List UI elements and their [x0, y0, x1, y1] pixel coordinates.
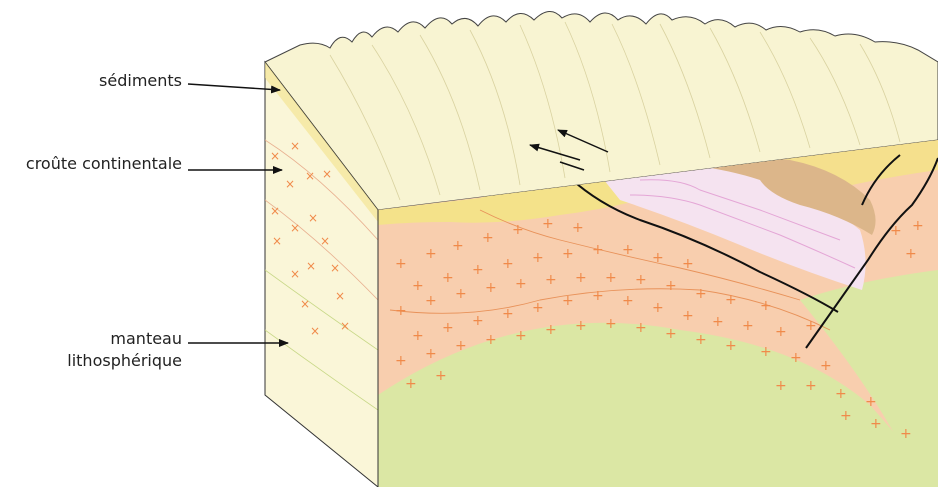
svg-text:+: +	[482, 230, 494, 246]
svg-text:+: +	[405, 376, 417, 392]
svg-text:+: +	[515, 276, 527, 292]
svg-text:+: +	[840, 408, 852, 424]
svg-text:+: +	[665, 278, 677, 294]
svg-text:+: +	[912, 218, 924, 234]
svg-text:×: ×	[272, 234, 282, 248]
svg-text:×: ×	[322, 167, 332, 181]
svg-text:×: ×	[290, 267, 300, 281]
svg-text:+: +	[542, 216, 554, 232]
svg-text:+: +	[412, 278, 424, 294]
svg-text:+: +	[502, 306, 514, 322]
svg-text:×: ×	[308, 211, 318, 225]
svg-text:×: ×	[300, 297, 310, 311]
svg-text:+: +	[472, 262, 484, 278]
continental-crust-label: croûte continentale	[26, 153, 182, 175]
svg-text:×: ×	[270, 204, 280, 218]
svg-text:+: +	[725, 338, 737, 354]
svg-text:+: +	[652, 300, 664, 316]
svg-text:×: ×	[330, 261, 340, 275]
svg-text:+: +	[562, 293, 574, 309]
svg-text:+: +	[545, 272, 557, 288]
svg-text:+: +	[790, 350, 802, 366]
svg-text:+: +	[805, 378, 817, 394]
svg-text:+: +	[805, 318, 817, 334]
svg-text:×: ×	[270, 149, 280, 163]
svg-text:+: +	[695, 332, 707, 348]
svg-text:+: +	[635, 320, 647, 336]
svg-text:+: +	[575, 318, 587, 334]
svg-text:+: +	[775, 378, 787, 394]
svg-text:+: +	[532, 250, 544, 266]
svg-text:+: +	[442, 320, 454, 336]
svg-text:×: ×	[310, 324, 320, 338]
svg-text:+: +	[820, 358, 832, 374]
svg-text:+: +	[635, 272, 647, 288]
svg-text:+: +	[712, 314, 724, 330]
svg-text:+: +	[395, 353, 407, 369]
sediments-label: sédiments	[99, 70, 182, 92]
svg-text:+: +	[775, 324, 787, 340]
svg-text:+: +	[695, 286, 707, 302]
svg-text:+: +	[575, 270, 587, 286]
svg-text:+: +	[622, 293, 634, 309]
svg-text:+: +	[502, 256, 514, 272]
svg-text:+: +	[605, 270, 617, 286]
svg-text:+: +	[572, 220, 584, 236]
svg-text:+: +	[652, 250, 664, 266]
svg-text:+: +	[412, 328, 424, 344]
svg-text:×: ×	[285, 177, 295, 191]
svg-text:+: +	[900, 426, 912, 442]
svg-text:+: +	[760, 298, 772, 314]
svg-text:×: ×	[320, 234, 330, 248]
svg-text:×: ×	[290, 221, 300, 235]
svg-text:+: +	[515, 328, 527, 344]
svg-text:×: ×	[306, 259, 316, 273]
svg-text:+: +	[442, 270, 454, 286]
svg-text:+: +	[395, 256, 407, 272]
svg-text:+: +	[742, 318, 754, 334]
svg-text:+: +	[725, 292, 737, 308]
svg-text:×: ×	[340, 319, 350, 333]
svg-text:×: ×	[335, 289, 345, 303]
svg-text:+: +	[425, 346, 437, 362]
svg-text:+: +	[452, 238, 464, 254]
svg-text:+: +	[455, 338, 467, 354]
mantle-label-line1: manteau	[67, 328, 182, 350]
svg-text:+: +	[425, 246, 437, 262]
svg-text:+: +	[485, 332, 497, 348]
svg-text:+: +	[545, 322, 557, 338]
svg-text:+: +	[562, 246, 574, 262]
svg-text:+: +	[592, 288, 604, 304]
svg-text:+: +	[682, 308, 694, 324]
svg-text:+: +	[605, 316, 617, 332]
svg-text:+: +	[622, 242, 634, 258]
svg-text:+: +	[485, 280, 497, 296]
svg-text:+: +	[455, 286, 467, 302]
svg-text:+: +	[682, 256, 694, 272]
svg-text:+: +	[592, 242, 604, 258]
svg-text:+: +	[905, 246, 917, 262]
svg-text:+: +	[835, 386, 847, 402]
svg-text:×: ×	[290, 139, 300, 153]
svg-text:+: +	[665, 326, 677, 342]
svg-text:+: +	[395, 303, 407, 319]
svg-text:+: +	[435, 368, 447, 384]
mantle-label-line2: lithosphérique	[67, 350, 182, 372]
svg-text:+: +	[425, 293, 437, 309]
svg-text:+: +	[472, 313, 484, 329]
svg-text:+: +	[532, 300, 544, 316]
svg-text:+: +	[512, 222, 524, 238]
svg-text:+: +	[870, 416, 882, 432]
svg-text:+: +	[760, 344, 772, 360]
svg-text:×: ×	[305, 169, 315, 183]
svg-text:+: +	[865, 394, 877, 410]
lithospheric-mantle-label: manteau lithosphérique	[67, 328, 182, 372]
